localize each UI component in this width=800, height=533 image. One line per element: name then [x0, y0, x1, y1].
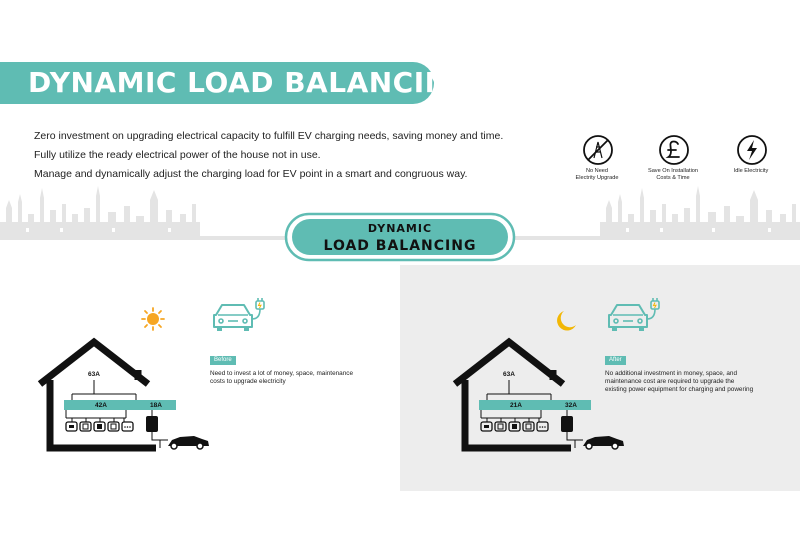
feature-label: Idle Electricity	[733, 168, 769, 174]
page-title: DYNAMIC LOAD BALANCING	[28, 66, 473, 99]
center-label-line1: DYNAMIC	[367, 222, 433, 235]
house-amp: 21A	[510, 402, 522, 409]
intro-line: Fully utilize the ready electrical power…	[34, 149, 321, 161]
no-electricity-icon	[583, 135, 613, 165]
main-amp: 63A	[503, 371, 515, 378]
center-label-line2: LOAD BALANCING	[323, 238, 477, 254]
intro-line: Zero investment on upgrading electrical …	[34, 130, 504, 142]
after-description: No additional investment in money, space…	[605, 370, 754, 394]
before-badge: Before	[210, 356, 236, 365]
intro-line: Manage and dynamically adjust the chargi…	[34, 168, 468, 180]
ev-charger-icon	[213, 297, 265, 332]
lightning-icon	[737, 135, 767, 165]
ev-amp: 32A	[565, 402, 577, 409]
center-label-pill	[284, 212, 516, 262]
after-badge: After	[605, 356, 626, 365]
sun-icon	[141, 307, 165, 331]
ev-charger-icon	[608, 297, 660, 332]
house-diagram	[36, 336, 216, 452]
moon-icon	[557, 311, 576, 331]
ev-amp: 18A	[150, 402, 162, 409]
house-diagram	[451, 336, 631, 452]
main-amp: 63A	[88, 371, 100, 378]
title-banner	[0, 62, 434, 104]
house-amp: 42A	[95, 402, 107, 409]
before-description: Need to invest a lot of money, space, ma…	[210, 370, 354, 386]
pound-icon	[659, 135, 689, 165]
